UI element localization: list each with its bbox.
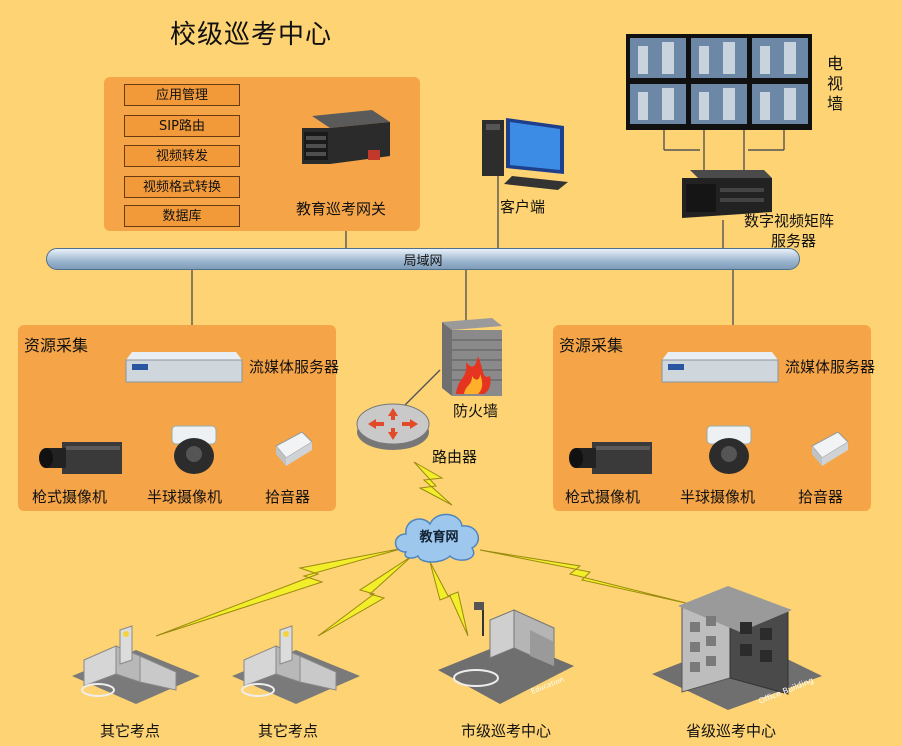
site-label-4: 省级巡考中心 — [686, 722, 777, 740]
lightning-router — [413, 461, 453, 506]
site3-building-icon: Education — [438, 602, 574, 704]
firewall-icon — [442, 318, 502, 396]
client-pc-icon — [482, 118, 568, 190]
tv-wall-icon — [626, 34, 812, 130]
left-pickup-icon — [275, 431, 313, 466]
right-dome-camera-icon — [706, 425, 752, 474]
site2-building-icon — [232, 625, 360, 704]
site-label-3: 市级巡考中心 — [461, 722, 552, 740]
tv-wall-label: 电视墙 — [826, 54, 843, 113]
matrix-label-line1: 数字视频矩阵 — [744, 212, 835, 230]
right-server-label: 流媒体服务器 — [785, 358, 876, 376]
right-device-label-2: 半球摄像机 — [680, 488, 756, 506]
left-server-label: 流媒体服务器 — [249, 358, 340, 376]
left-bullet-camera-icon — [39, 442, 122, 474]
function-box-5: 数据库 — [124, 205, 240, 227]
left-device-label-1: 枪式摄像机 — [32, 488, 108, 506]
site4-building-icon: Office Building — [652, 586, 822, 710]
lightning-site2 — [317, 555, 413, 637]
matrix-label-line2: 服务器 — [771, 232, 817, 250]
site-label-2: 其它考点 — [258, 722, 319, 740]
gateway-server-icon — [302, 110, 390, 164]
left-dome-camera-icon — [171, 425, 217, 474]
left-streaming-server-icon — [125, 352, 243, 383]
left-group-title: 资源采集 — [24, 336, 89, 355]
matrix-server-icon — [682, 170, 772, 218]
gateway-label: 教育巡考网关 — [296, 200, 387, 218]
network-label: 教育网 — [419, 530, 459, 545]
right-device-label-3: 拾音器 — [798, 488, 844, 506]
function-box-4: 视频格式转换 — [124, 176, 240, 198]
site1-building-icon — [72, 625, 200, 704]
left-device-label-3: 拾音器 — [265, 488, 311, 506]
network-cloud-icon — [394, 513, 480, 563]
function-box-1: 应用管理 — [124, 84, 240, 106]
lan-bus: 局域网 — [46, 248, 800, 270]
right-streaming-server-icon — [661, 352, 779, 383]
function-box-3: 视频转发 — [124, 145, 240, 167]
firewall-label: 防火墙 — [453, 402, 499, 420]
page-title: 校级巡考中心 — [170, 20, 333, 50]
right-group-title: 资源采集 — [559, 336, 624, 355]
site-label-1: 其它考点 — [100, 722, 161, 740]
left-device-label-2: 半球摄像机 — [147, 488, 223, 506]
lightning-site1 — [155, 547, 405, 637]
router-label: 路由器 — [432, 448, 478, 466]
right-device-label-1: 枪式摄像机 — [565, 488, 641, 506]
firewall-router-link — [404, 369, 441, 406]
lightning-site3 — [429, 561, 469, 637]
right-bullet-camera-icon — [569, 442, 652, 474]
router-icon — [356, 403, 430, 450]
function-box-2: SIP路由 — [124, 115, 240, 137]
client-label: 客户端 — [500, 198, 546, 216]
lan-label: 局域网 — [403, 254, 443, 269]
right-pickup-icon — [811, 431, 849, 466]
